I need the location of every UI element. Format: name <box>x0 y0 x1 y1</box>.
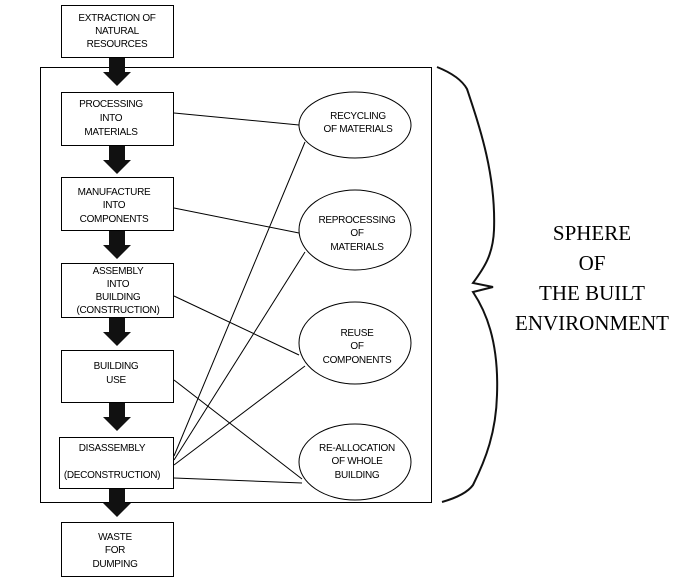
extraction-label-line: RESOURCES <box>87 39 148 50</box>
connector-disassembly-to-recycling <box>173 141 306 457</box>
sphere-boundary <box>40 67 432 503</box>
stage-label-line: MATERIALS <box>84 127 138 138</box>
down-arrow-icon <box>103 146 131 174</box>
loop-label-line: OF <box>350 228 363 239</box>
stage-label-line: INTO <box>100 113 123 124</box>
loop-label-line: REUSE <box>341 328 375 339</box>
loop-label-line: OF WHOLE <box>332 456 384 467</box>
waste-box: WASTE FOR DUMPING <box>61 522 174 577</box>
stage-box-manufacture: MANUFACTURE INTO COMPONENTS <box>61 177 174 231</box>
loop-ellipse-reuse: REUSE OF COMPONENTS <box>298 301 412 385</box>
loop-ellipse-recycling: RECYCLING OF MATERIALS <box>298 91 412 159</box>
stage-label-line: PROCESSING <box>79 99 143 110</box>
down-arrow-icon <box>103 403 131 431</box>
stage-label-line: BUILDING <box>94 361 139 372</box>
loop-label-line: BUILDING <box>335 470 380 481</box>
loop-label-line: MATERIALS <box>330 242 384 253</box>
stage-label-line: INTO <box>103 200 126 211</box>
stage-box-disassembly: DISASSEMBLY (DECONSTRUCTION) <box>59 437 174 489</box>
loop-label-line: COMPONENTS <box>323 355 392 366</box>
connector-use-to-reallocation <box>173 379 303 480</box>
loop-ellipse-reallocation: RE-ALLOCATION OF WHOLE BUILDING <box>298 423 412 501</box>
sphere-label-line: SPHERE <box>553 221 631 245</box>
extraction-box: EXTRACTION OF NATURAL RESOURCES <box>61 5 174 58</box>
connector-disassembly-to-reuse <box>173 365 306 466</box>
curly-brace <box>436 66 499 503</box>
waste-label-line: WASTE <box>98 532 132 543</box>
connector-disassembly-to-reprocessing <box>173 251 306 461</box>
sphere-label-line: THE BUILT <box>539 281 645 305</box>
waste-label-line: FOR <box>105 545 125 556</box>
loop-label-line: OF <box>350 341 363 352</box>
extraction-label-line: NATURAL <box>95 26 140 37</box>
loop-ellipse-reprocessing: REPROCESSING OF MATERIALS <box>298 189 412 271</box>
down-arrow-icon <box>103 489 131 517</box>
stage-label-line: MANUFACTURE <box>78 187 151 198</box>
loop-label-line: RECYCLING <box>330 111 386 122</box>
connector-processing-to-recycling <box>173 112 300 126</box>
down-arrow-icon <box>103 231 131 259</box>
stage-label-line: INTO <box>107 279 130 290</box>
flow-arrows <box>103 58 131 517</box>
stage-box-processing: PROCESSING INTO MATERIALS <box>61 92 174 146</box>
stage-label-line: ASSEMBLY <box>93 266 144 277</box>
stage-label-line: USE <box>106 375 126 386</box>
stage-label-line: DISASSEMBLY <box>79 443 146 454</box>
stage-box-assembly: ASSEMBLY INTO BUILDING (CONSTRUCTION) <box>61 263 174 318</box>
stage-label-line: COMPONENTS <box>80 214 149 225</box>
connector-assembly-to-reuse <box>173 295 300 356</box>
stage-label-line: (CONSTRUCTION) <box>76 305 159 316</box>
stage-label-line: BUILDING <box>96 292 141 303</box>
waste-label-line: DUMPING <box>92 559 138 570</box>
connector-lines <box>173 112 306 484</box>
sphere-label-line: ENVIRONMENT <box>515 311 669 335</box>
loop-label-line: RE-ALLOCATION <box>319 443 395 454</box>
loop-label-line: REPROCESSING <box>319 215 396 226</box>
sphere-label: SPHERE OF THE BUILT ENVIRONMENT <box>515 221 669 335</box>
sphere-label-line: OF <box>579 251 606 275</box>
stage-label-line: (DECONSTRUCTION) <box>64 470 160 481</box>
connector-manufacture-to-reprocessing <box>173 207 300 234</box>
down-arrow-icon <box>103 58 131 86</box>
loop-label-line: OF MATERIALS <box>323 124 393 135</box>
down-arrow-icon <box>103 318 131 346</box>
stage-box-use: BUILDING USE <box>61 350 174 403</box>
connector-disassembly-to-reallocation <box>173 477 303 484</box>
extraction-label-line: EXTRACTION OF <box>78 13 155 24</box>
